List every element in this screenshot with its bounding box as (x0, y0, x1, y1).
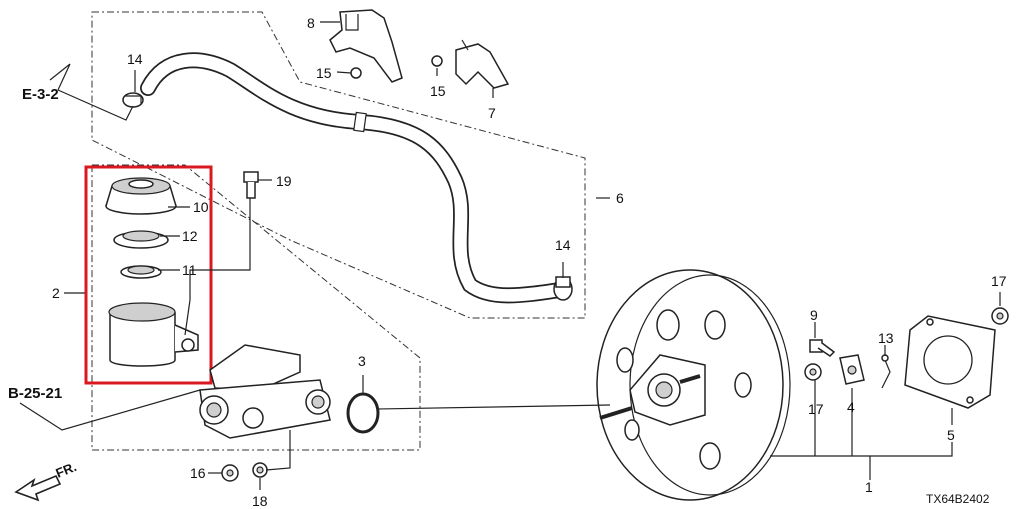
bolt-19 (243, 171, 259, 199)
clevis-4 (839, 354, 865, 385)
label-part-8: 8 (307, 15, 315, 31)
label-part-14-upper: 14 (127, 51, 143, 67)
label-part-14-lower: 14 (555, 237, 571, 253)
reservoir-strainer-12 (113, 230, 169, 249)
label-part-4: 4 (847, 399, 855, 415)
nut-16 (221, 464, 239, 482)
label-part-6: 6 (616, 190, 624, 206)
label-part-5: 5 (947, 427, 955, 443)
vacuum-hose (140, 52, 568, 304)
group-outlines (91, 11, 586, 451)
label-part-3: 3 (358, 353, 366, 369)
leader-lines (19, 21, 1001, 490)
reservoir-seal-11 (120, 265, 162, 279)
ref-b-25-21: B-25-21 (8, 385, 62, 402)
label-part-11: 11 (182, 262, 197, 278)
front-direction-arrow: FR. (14, 459, 79, 502)
nut-17-lower (804, 363, 822, 381)
front-direction-label: FR. (54, 459, 79, 481)
label-part-19: 19 (276, 173, 292, 189)
label-part-15-left: 15 (316, 65, 332, 81)
nut-17-upper (991, 307, 1009, 325)
hose-bracket-8 (329, 9, 403, 83)
hose-bracket-7 (431, 39, 510, 89)
label-part-17-lower: 17 (808, 401, 824, 417)
reservoir-highlight-box (84, 165, 213, 385)
label-part-1: 1 (865, 479, 873, 495)
label-part-12: 12 (182, 228, 198, 244)
label-part-13: 13 (878, 330, 894, 346)
ref-e-3-2: E-3-2 (22, 86, 59, 103)
label-part-9: 9 (810, 307, 818, 323)
label-part-16: 16 (190, 465, 206, 481)
reservoir-cap-10 (105, 177, 177, 215)
label-part-10: 10 (193, 199, 209, 215)
label-part-17-upper: 17 (991, 273, 1007, 289)
nut-18 (252, 462, 268, 478)
reservoir-tank-2 (108, 302, 199, 367)
o-ring-3 (346, 392, 380, 434)
label-part-2: 2 (52, 285, 60, 301)
label-part-7: 7 (488, 105, 496, 121)
master-cylinder (199, 344, 331, 439)
label-part-18: 18 (252, 493, 268, 509)
clip-13 (881, 354, 891, 389)
hose-clamp-upper (122, 92, 144, 108)
diagram-code: TX64B2402 (926, 492, 990, 506)
brake-booster (596, 269, 791, 501)
label-part-15-right: 15 (430, 83, 446, 99)
hose-clamp-lower (553, 276, 573, 301)
bolt-9 (809, 339, 836, 357)
gasket-5 (904, 315, 996, 409)
